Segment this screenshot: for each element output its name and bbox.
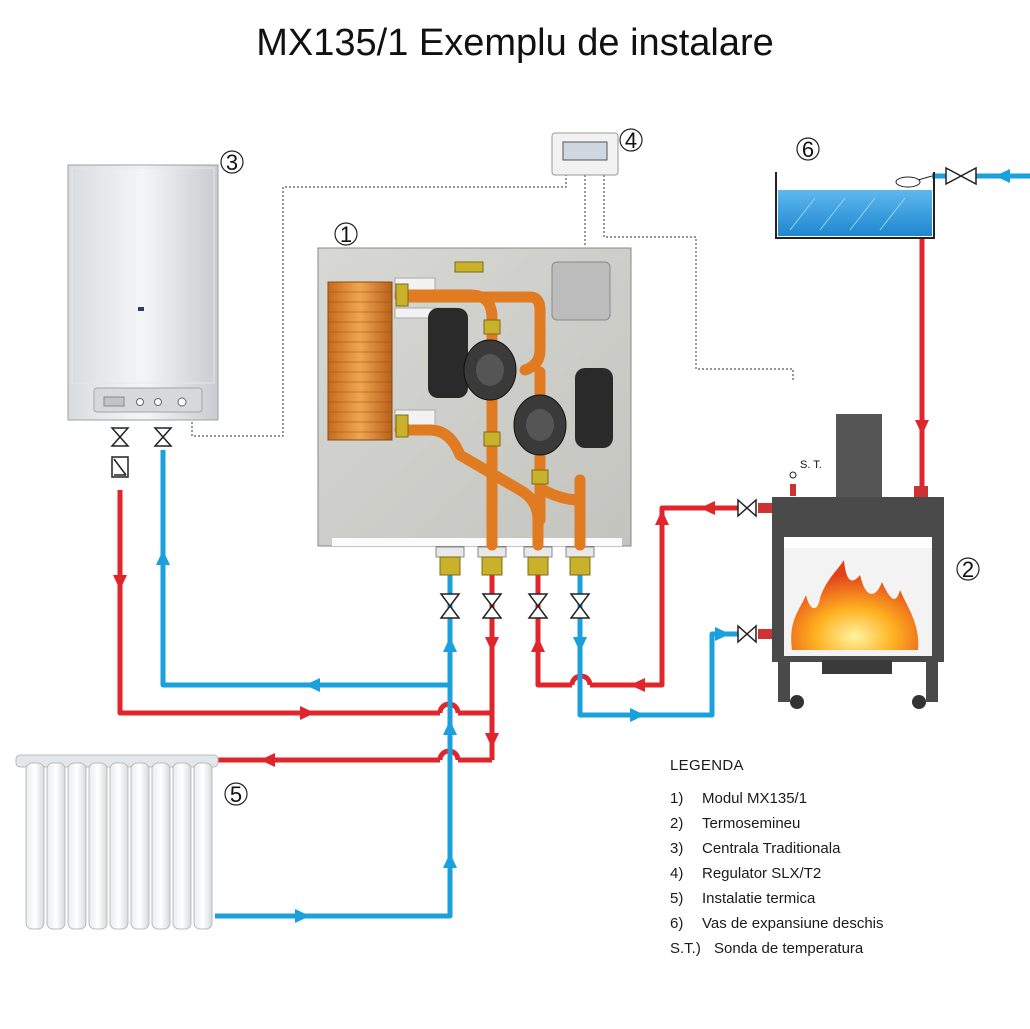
arrow-hot-left-2	[260, 753, 275, 767]
valve-module-1	[439, 593, 461, 619]
valve-module-4	[569, 593, 591, 619]
arrow-cold-up-4	[443, 853, 457, 868]
label-radiator: 5	[230, 782, 242, 807]
module-mx135	[317, 247, 632, 551]
regulator-slx	[551, 132, 619, 176]
valve-boiler-hot	[110, 427, 130, 447]
arrow-hot-down-1	[113, 575, 127, 590]
arrow-cold-left-1	[305, 678, 320, 692]
label-circle-6	[796, 137, 820, 161]
arrow-cold-up-2	[443, 637, 457, 652]
arrow-mains-left	[995, 169, 1010, 183]
arrow-cold-up-3	[443, 720, 457, 735]
legend-item: 1) Modul MX135/1	[670, 790, 1010, 815]
legend-key: 1)	[670, 790, 684, 807]
float-ball	[895, 176, 921, 188]
legend-key: S.T.)	[670, 940, 701, 957]
legend-text: Instalatie termica	[702, 890, 816, 907]
label-boiler: 3	[226, 150, 238, 175]
pipe-boiler-cold	[160, 450, 450, 688]
legend-text: Sonda de temperatura	[714, 940, 864, 957]
label-circle-2	[956, 557, 980, 581]
label-circle-4	[619, 128, 643, 152]
legend-key: 4)	[670, 865, 684, 882]
temp-sensor	[790, 484, 796, 496]
control-wires	[191, 175, 794, 437]
arrow-hot-left-fire	[630, 678, 645, 692]
label-tank: 6	[802, 137, 814, 162]
legend-title: LEGENDA	[670, 757, 744, 774]
valve-mains	[945, 166, 977, 186]
pump-2	[513, 368, 613, 456]
legend-key: 5)	[670, 890, 684, 907]
legend-key: 2)	[670, 815, 684, 832]
label-regulator: 4	[625, 128, 637, 153]
legend-item: 2) Termosemineu	[670, 815, 1010, 840]
pipe-boiler-hot-down	[117, 490, 440, 716]
valves	[110, 166, 977, 644]
arrow-cold-right-rad	[295, 909, 310, 923]
legend-key: 6)	[670, 915, 684, 932]
wall-boiler	[67, 164, 219, 421]
module-fittings	[435, 546, 595, 576]
arrow-hot-right-1	[300, 706, 315, 720]
legend-item: 5) Instalatie termica	[670, 890, 1010, 915]
radiator	[15, 754, 219, 930]
wire-regulator-sensor	[603, 175, 794, 380]
legend-item: 3) Centrala Traditionala	[670, 840, 1010, 865]
arrow-cold-right-fire	[630, 708, 645, 722]
pump-1	[428, 308, 517, 401]
pipe-fire-cold	[577, 575, 738, 718]
arrow-cold-up-1	[156, 550, 170, 565]
legend-text: Modul MX135/1	[702, 790, 808, 807]
label-fireplace: 2	[962, 557, 974, 582]
fireplace-termosemineu	[758, 414, 944, 709]
arrow-hot-down-3	[485, 733, 499, 748]
diagram-title: MX135/1 Exemplu de instalare	[256, 22, 774, 64]
wire-boiler-regulator	[191, 175, 567, 437]
pipe-fire-hot-return	[535, 575, 572, 688]
legend-item: 4) Regulator SLX/T2	[670, 865, 1010, 890]
valve-boiler-cold	[153, 427, 173, 447]
legend-item: S.T.) Sonda de temperatura	[670, 940, 1010, 965]
arrow-cold-down-fire	[573, 637, 587, 652]
legend-text: Regulator SLX/T2	[702, 865, 822, 882]
check-valve-boiler	[111, 456, 129, 478]
label-module: 1	[340, 222, 352, 247]
legend-item: 6) Vas de expansiune deschis	[670, 915, 1010, 940]
label-circle-5	[224, 782, 248, 806]
arrow-hot-up-right	[655, 510, 669, 525]
arrow-hot-down-2	[485, 637, 499, 652]
expansion-tank	[775, 172, 935, 239]
valve-fire-bottom	[737, 624, 757, 644]
pipe-module-cold-down	[215, 575, 453, 919]
legend-key: 3)	[670, 840, 684, 857]
arrow-cold-right-bottom	[715, 627, 730, 641]
valve-module-3	[527, 593, 549, 619]
legend-text: Centrala Traditionala	[702, 840, 841, 857]
label-circle-3	[220, 150, 244, 174]
label-sensor: S. T.	[800, 459, 822, 471]
flames	[791, 560, 919, 650]
valve-fire-top	[737, 498, 757, 518]
flow-arrows	[113, 169, 1010, 923]
legend-text: Termosemineu	[702, 815, 801, 832]
legend: LEGENDA 1) Modul MX135/1 2) Termosemineu…	[670, 757, 1010, 965]
legend-text: Vas de expansiune deschis	[702, 915, 884, 932]
arrow-hot-left-top	[700, 501, 715, 515]
arrow-hot-up-fire	[531, 637, 545, 652]
valve-module-2	[481, 593, 503, 619]
arrow-tank-down	[915, 420, 929, 435]
label-circle-1	[334, 222, 358, 246]
